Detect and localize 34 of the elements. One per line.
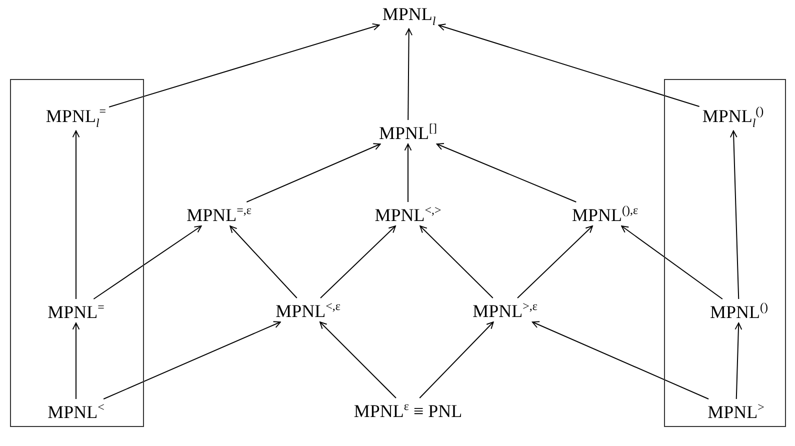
group-frame (664, 79, 786, 427)
arrow (405, 28, 413, 120)
logic-label: MPNL$^{()}$ (710, 301, 768, 321)
arrow (72, 130, 80, 300)
arrow (438, 24, 700, 107)
arrow (103, 321, 281, 400)
arrow (404, 144, 412, 202)
arrow (320, 322, 396, 398)
logic-label: MPNL$^{[]}$ (379, 122, 437, 142)
arrow (621, 226, 723, 300)
arrow (230, 226, 298, 298)
logic-label: MPNL$^{<,>}$ (374, 204, 442, 224)
arrow (517, 226, 593, 298)
arrow (730, 130, 740, 300)
logic-label: MPNL$^{ε}$ ≡ PNL (354, 400, 462, 420)
logic-label: MPNL$^{>}$ (708, 401, 764, 421)
arrow (72, 322, 80, 400)
arrow (108, 23, 380, 108)
arrow (419, 322, 494, 398)
logic-label: MPNL$^{=,ε}$ (186, 204, 252, 224)
arrow (436, 143, 577, 202)
arrow (320, 226, 396, 298)
arrow (532, 321, 710, 400)
logic-label: MPNL$^{<,ε}$ (276, 300, 340, 320)
logic-label: MPNL$^{(),ε}$ (572, 204, 638, 224)
logic-label: MPNL$^{>,ε}$ (472, 300, 538, 320)
arrow (420, 226, 494, 298)
arrow (246, 143, 381, 202)
logic-label: MPNL$^{=}$ (48, 301, 104, 321)
arrow (734, 322, 742, 400)
group-frame (10, 79, 144, 427)
arrow (93, 226, 202, 300)
logic-label: MPNL$_{l}$ (382, 5, 436, 27)
logic-label: MPNL$^{<}$ (48, 401, 104, 421)
